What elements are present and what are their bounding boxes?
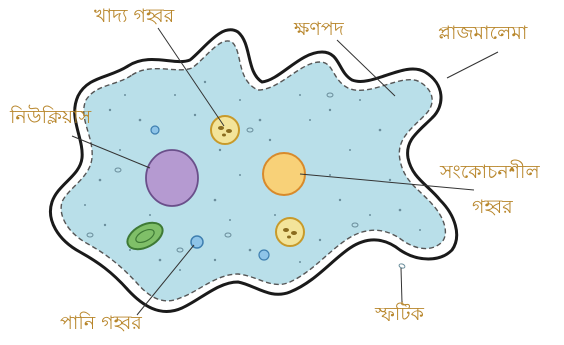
label-contractile-vacuole-line1: সংকোচনশীল [440,163,540,182]
food-vacuole-top [211,116,239,144]
label-crystal: স্ফটিক [375,305,424,324]
label-plasmalemma: প্লাজমালেমা [438,24,527,43]
label-contractile-vacuole-line2: গহ্বর [472,198,513,217]
label-nucleus: নিউক্লিয়াস [10,108,91,127]
food-vacuole-bottom [276,218,304,246]
small-vacuole-left [151,126,159,134]
label-pseudopodium: ক্ষণপদ [294,20,344,39]
label-water-vacuole: পানি গহ্বর [60,314,142,333]
contractile-vacuole [263,153,305,195]
small-vacuole-right [259,250,269,260]
label-food-vacuole: খাদ্য গহ্বর [94,7,174,26]
nucleus [146,150,198,206]
